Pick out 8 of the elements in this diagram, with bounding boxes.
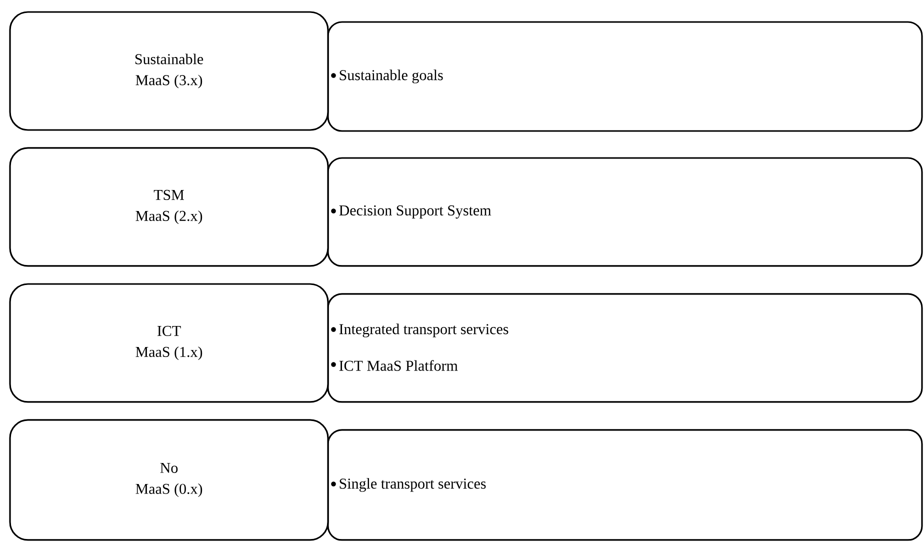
stage-box: No MaaS (0.x) — [9, 419, 329, 541]
stage-box: Sustainable MaaS (3.x) — [9, 11, 329, 131]
description-box: Single transport services — [327, 429, 923, 541]
stage-box: TSM MaaS (2.x) — [9, 147, 329, 267]
description-box: Decision Support System — [327, 157, 923, 267]
stage-box: ICT MaaS (1.x) — [9, 283, 329, 403]
description-box: Sustainable goals — [327, 21, 923, 132]
description-box: Integrated transport services ICT MaaS Platform — [327, 293, 923, 403]
